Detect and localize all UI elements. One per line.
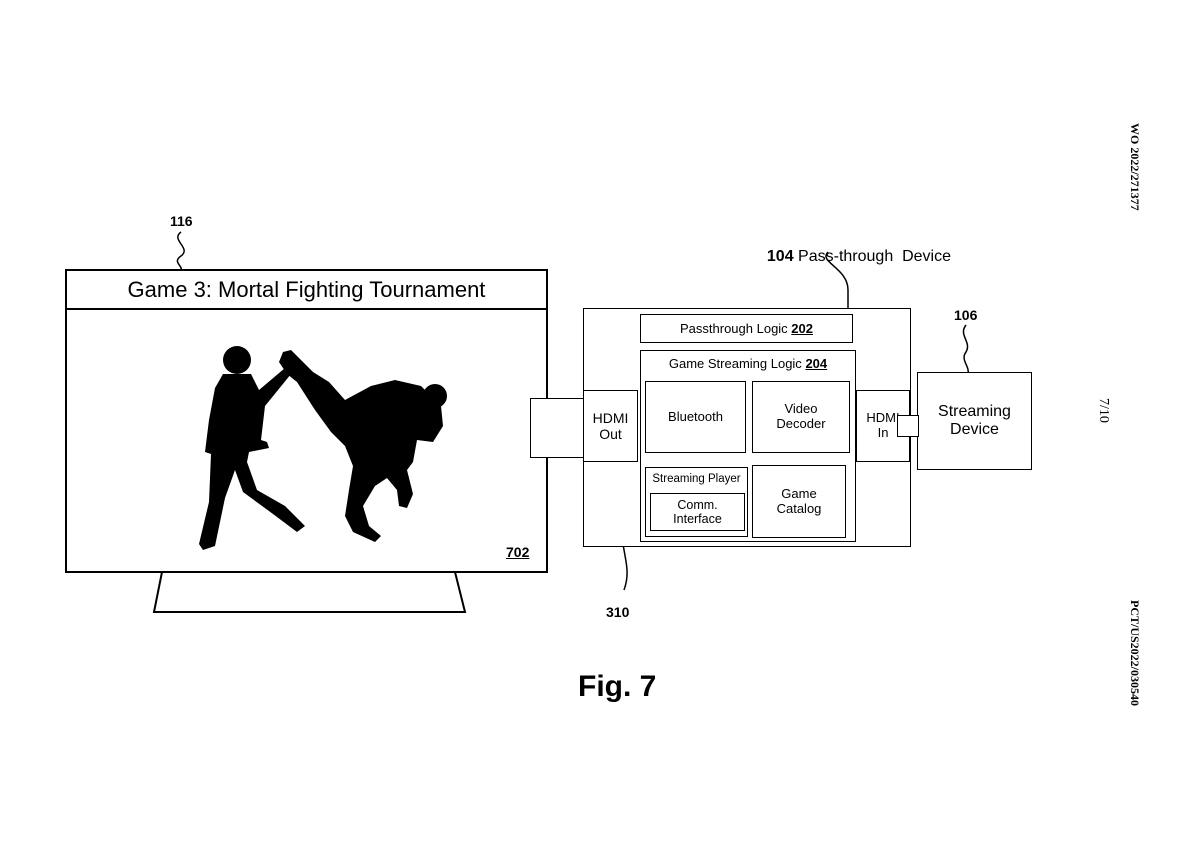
comm-interface-block: Comm. Interface	[650, 493, 745, 531]
ref-104: 104	[766, 248, 794, 265]
hdmi-out-label: HDMI Out	[592, 409, 629, 442]
leader-line-106	[962, 324, 969, 375]
streaming-device: Streaming Device	[917, 372, 1032, 470]
sheet-number: 7/10	[1096, 398, 1111, 423]
device-label: Pass-through Device	[798, 248, 952, 265]
bluetooth-label: Bluetooth	[668, 408, 723, 424]
streaming-player-label: Streaming Player	[652, 473, 741, 485]
figure-caption: Fig. 7	[578, 670, 657, 703]
hdmi-in-port: HDMI In	[856, 390, 910, 462]
fighters-image	[199, 346, 447, 550]
hdmi-out-connector	[530, 398, 586, 458]
hdmi-out-port: HDMI Out	[583, 390, 638, 462]
leader-line-116	[176, 231, 185, 271]
tv-title-bar: Game 3: Mortal Fighting Tournament	[65, 269, 548, 310]
ref-104-label: 104 Pass-through Device	[758, 230, 951, 266]
ref-202: 202	[791, 321, 813, 336]
hdmi-in-connector	[897, 415, 919, 437]
game-streaming-logic-title: Game Streaming Logic 204	[640, 356, 856, 371]
video-decoder-block: Video Decoder	[752, 381, 850, 453]
application-number: PCT/US2022/030540	[1128, 600, 1142, 707]
ref-116: 116	[170, 213, 193, 229]
bluetooth-block: Bluetooth	[645, 381, 746, 453]
ref-106: 106	[954, 307, 978, 323]
tv-stand	[152, 571, 467, 613]
hdmi-in-label: HDMI In	[866, 410, 900, 440]
game-catalog-block: Game Catalog	[752, 465, 846, 538]
ref-702: 702	[506, 544, 530, 560]
streaming-device-label: Streaming Device	[938, 402, 1011, 438]
video-decoder-label: Video Decoder	[776, 401, 826, 431]
game-streaming-logic-label: Game Streaming Logic	[668, 356, 806, 371]
ref-204: 204	[805, 356, 828, 371]
leader-line-104	[825, 251, 849, 308]
publication-number: WO 2022/271377	[1128, 123, 1142, 211]
passthrough-logic-label: Passthrough Logic	[680, 321, 792, 336]
tv-title: Game 3: Mortal Fighting Tournament	[127, 276, 486, 302]
game-catalog-label: Game Catalog	[776, 485, 822, 516]
ref-310: 310	[606, 604, 630, 620]
passthrough-logic: Passthrough Logic 202	[640, 314, 853, 343]
comm-interface-label: Comm. Interface	[673, 497, 722, 526]
